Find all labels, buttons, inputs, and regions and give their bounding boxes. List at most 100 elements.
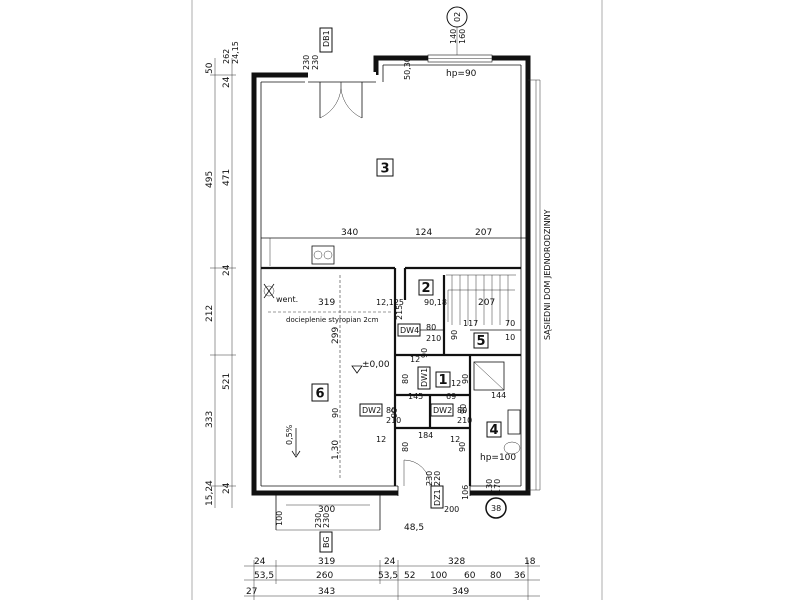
dimension-label: 90	[461, 374, 470, 384]
dimension-label: 69	[446, 392, 456, 401]
room-number: 5	[476, 334, 485, 349]
dimension-label: 328	[448, 557, 465, 567]
dimension-label: 220	[433, 471, 442, 486]
dimension-label: 260	[316, 571, 333, 581]
dimension-label: 124	[415, 228, 432, 238]
dimension-label: 349	[452, 587, 469, 597]
dimension-label: 12	[451, 379, 461, 388]
dimension-label: 90	[459, 404, 468, 414]
dimension-label: 521	[222, 373, 232, 390]
dimension-label: 299	[331, 327, 341, 344]
dimension-label: 184	[418, 431, 433, 440]
dimension-label: 230	[314, 513, 323, 528]
dimension-label: 170	[493, 479, 502, 494]
note-slope: 0,5%	[285, 424, 294, 445]
note-level: ±0,00	[362, 360, 390, 370]
note-insulation: docieplenie styropian 2cm	[286, 316, 379, 324]
dimension-label: 70	[505, 319, 515, 328]
axis-marker-top: 02	[446, 6, 468, 55]
stairs	[446, 274, 516, 325]
level-marker-icon	[351, 365, 363, 374]
dimension-label: 340	[341, 228, 358, 238]
dimension-label: DW4	[400, 326, 419, 335]
dimension-label: 207	[475, 228, 492, 238]
dimension-label: DW2	[362, 406, 381, 415]
dimension-label: 80	[386, 406, 396, 415]
dimension-label: 343	[318, 587, 335, 597]
dimension-label: 24	[254, 557, 266, 567]
dimension-label: 1,30	[331, 440, 341, 460]
dimension-label: 80	[401, 374, 410, 384]
dimension-label: 207	[478, 298, 495, 308]
room-2-label: 2	[418, 279, 434, 296]
room-number: 6	[315, 387, 324, 402]
neighbor-wall	[528, 79, 541, 491]
outer-walls	[251, 55, 531, 496]
window-top	[427, 54, 493, 63]
bottom-bay	[275, 493, 381, 531]
dimension-label: 80	[401, 442, 410, 452]
dimension-label: 319	[318, 557, 335, 567]
slope-arrow-icon	[291, 428, 301, 458]
dimension-label: 230	[425, 471, 434, 486]
dimension-label: 160	[458, 29, 467, 44]
dimension-label: 300	[318, 505, 335, 515]
dimension-label: 90	[390, 408, 399, 418]
room-number: 4	[489, 423, 498, 438]
note-neighbor: SĄSIEDNI DOM JEDNORODZINNY	[543, 209, 552, 340]
dimension-label: 90	[420, 348, 429, 358]
dimension-label: 471	[222, 169, 232, 186]
terrace-door	[308, 72, 376, 119]
axis-marker-bottom: 38	[485, 497, 507, 519]
dimension-label: 333	[205, 411, 215, 428]
dimension-label: 18	[524, 557, 536, 567]
dimension-label: 15,24	[205, 480, 215, 506]
dimension-label: 52	[404, 571, 415, 581]
dimension-label: 90	[450, 330, 459, 340]
dimension-label: 210	[457, 416, 472, 425]
room-4-label: 4	[486, 421, 502, 438]
room-1-label: 1	[435, 371, 451, 388]
dimension-label: 100	[275, 511, 284, 526]
tag-bg: BG	[319, 531, 333, 553]
dimension-label: 80	[457, 406, 467, 415]
dimension-label: 10	[505, 333, 515, 342]
dimension-label: 215	[395, 305, 404, 320]
dimension-label: 210	[386, 416, 401, 425]
dimension-label: 90	[458, 442, 467, 452]
dimension-label: 02	[453, 12, 462, 22]
dimension-label: BG	[322, 536, 331, 548]
dimension-label: DW1	[420, 368, 429, 387]
kitchen-counter	[261, 237, 528, 266]
dimension-label: 230	[302, 55, 311, 70]
dimension-label: 12,125	[376, 298, 404, 307]
dimension-label: DW2	[433, 406, 452, 415]
note-vent: went.	[276, 295, 298, 304]
bottom-dimension-lines	[244, 560, 540, 600]
room-number: 3	[380, 162, 389, 177]
dimension-label: 144	[491, 391, 506, 400]
room-number: 2	[421, 281, 430, 296]
dimension-label: 212	[205, 305, 215, 322]
vent-symbol	[263, 283, 275, 299]
tag-dw2-right: DW2	[430, 403, 454, 417]
dimension-label: 50	[205, 62, 215, 74]
dimension-label: 53,5	[254, 571, 274, 581]
dimension-label: 24	[222, 264, 232, 276]
tag-dz1: DZ1	[430, 485, 444, 509]
dimension-label: 145	[408, 392, 423, 401]
dimension-label: 90,18	[424, 298, 447, 307]
dimension-label: 12	[376, 435, 386, 444]
dimension-label: 80	[490, 571, 502, 581]
dimension-label: 140	[449, 29, 458, 44]
dimension-label: DZ1	[433, 489, 442, 506]
tag-dw1: DW1	[417, 366, 431, 390]
dimension-label: 130	[485, 479, 494, 494]
dimension-label: 24	[222, 76, 232, 88]
dimension-label: 200	[444, 505, 459, 514]
dimension-label: DB1	[322, 30, 331, 47]
dimension-label: 38	[491, 504, 501, 513]
dimension-label: 50,30	[403, 57, 412, 80]
dimension-label: 262	[222, 49, 231, 64]
